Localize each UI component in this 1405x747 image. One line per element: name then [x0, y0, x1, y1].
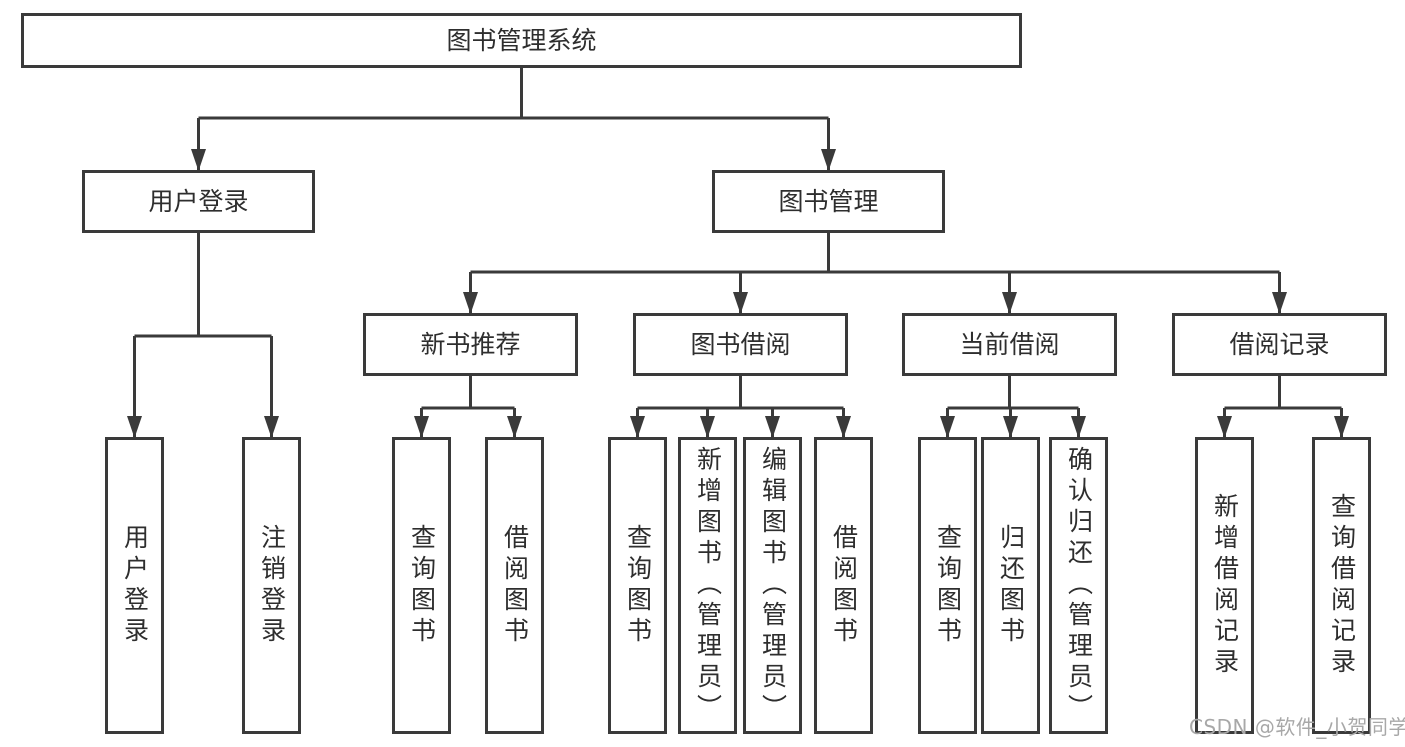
connector-user-login-trunk [134, 233, 272, 338]
node-label: 新增图书（管理员） [693, 446, 723, 725]
node-leaf-logout: 注销登录 [242, 437, 301, 734]
connector-new-book-recommend-trunk [421, 376, 515, 410]
node-label: 查询图书 [933, 523, 963, 648]
node-label: 新增借阅记录 [1210, 492, 1240, 679]
node-leaf-query-books-1: 查询图书 [392, 437, 451, 734]
connector-borrow-records-trunk [1224, 376, 1342, 410]
node-leaf-query-borrow-record: 查询借阅记录 [1312, 437, 1371, 734]
node-label: 当前借阅 [959, 329, 1060, 359]
node-label: 用户登录 [120, 523, 150, 648]
node-current-borrow: 当前借阅 [902, 313, 1117, 376]
node-label: 借阅图书 [829, 523, 859, 648]
csdn-watermark: CSDN @软件_小贺同学 [1189, 715, 1405, 739]
node-label: 图书管理 [778, 186, 879, 216]
node-label: 确认归还（管理员） [1064, 446, 1094, 725]
connector-book-borrow-trunk [637, 376, 844, 410]
connector-root-trunk [198, 68, 829, 120]
connector-current-borrow-trunk [947, 376, 1079, 410]
node-leaf-query-books-3: 查询图书 [918, 437, 977, 734]
node-label: 查询图书 [407, 523, 437, 648]
node-label: 图书管理系统 [446, 25, 597, 55]
node-new-book-recommend: 新书推荐 [363, 313, 578, 376]
node-user-login: 用户登录 [82, 170, 315, 233]
node-book-borrow: 图书借阅 [633, 313, 848, 376]
node-label: 编辑图书（管理员） [758, 446, 788, 725]
node-label: 图书借阅 [690, 329, 791, 359]
node-leaf-edit-book-admin: 编辑图书（管理员） [743, 437, 802, 734]
node-book-management: 图书管理 [712, 170, 945, 233]
node-label: 注销登录 [257, 523, 287, 648]
node-label: 新书推荐 [420, 329, 521, 359]
node-leaf-borrow-book-1: 借阅图书 [485, 437, 544, 734]
node-leaf-add-borrow-record: 新增借阅记录 [1195, 437, 1254, 734]
node-label: 借阅记录 [1229, 329, 1330, 359]
node-leaf-borrow-book-2: 借阅图书 [814, 437, 873, 734]
node-leaf-return-book: 归还图书 [981, 437, 1040, 734]
node-label: 查询借阅记录 [1327, 492, 1357, 679]
node-label: 借阅图书 [500, 523, 530, 648]
node-library-management-system: 图书管理系统 [21, 13, 1022, 68]
node-leaf-query-books-2: 查询图书 [608, 437, 667, 734]
node-label: 归还图书 [996, 523, 1026, 648]
node-leaf-user-login: 用户登录 [105, 437, 164, 734]
node-borrow-records: 借阅记录 [1172, 313, 1387, 376]
node-label: 查询图书 [623, 523, 653, 648]
node-leaf-add-book-admin: 新增图书（管理员） [678, 437, 737, 734]
node-label: 用户登录 [148, 186, 249, 216]
node-leaf-confirm-return-admin: 确认归还（管理员） [1049, 437, 1108, 734]
connector-book-management-trunk [470, 233, 1280, 274]
